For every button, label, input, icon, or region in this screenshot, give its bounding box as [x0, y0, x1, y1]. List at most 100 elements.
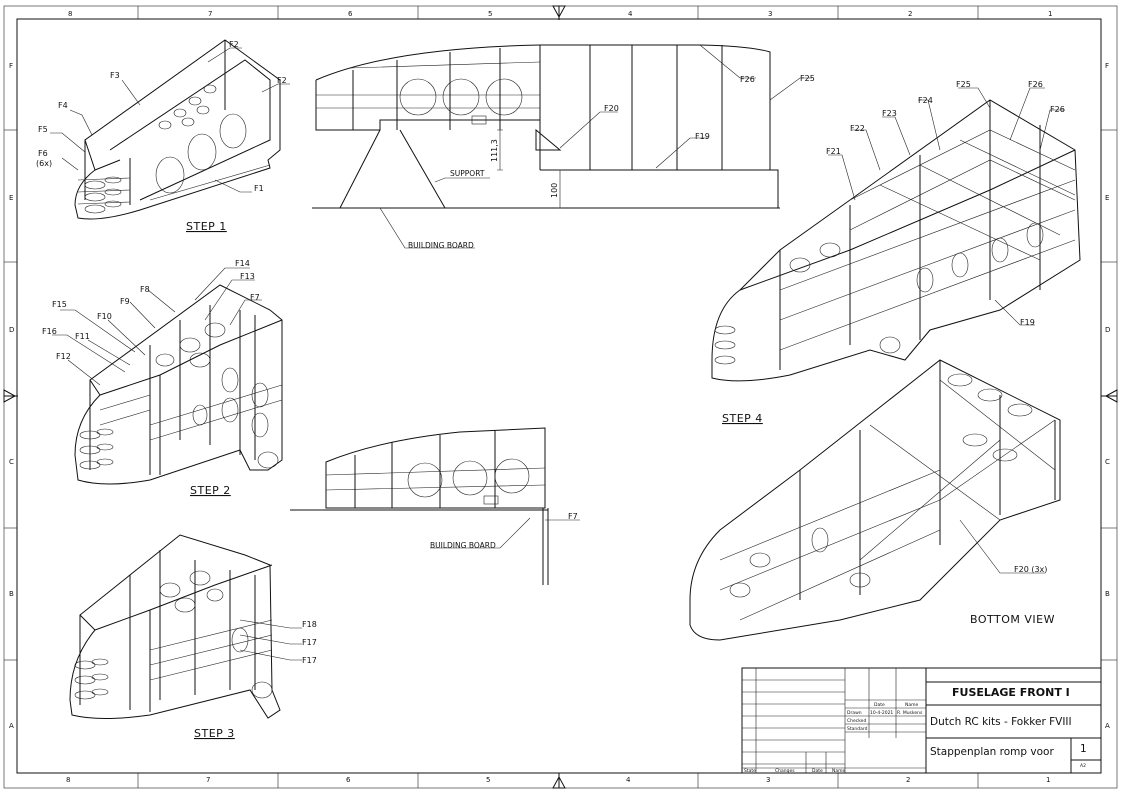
row-label-b-right: B — [1105, 590, 1110, 598]
step4-callouts — [828, 87, 1065, 326]
callout-f13: F13 — [240, 272, 255, 281]
col-label-7: 7 — [208, 10, 212, 18]
side-view-top — [312, 44, 780, 209]
step1-label: STEP 1 — [186, 220, 227, 233]
col-label-1-bottom: 1 — [1046, 776, 1050, 784]
bottom-view-assembly — [689, 359, 1061, 641]
col-label-5: 5 — [488, 10, 492, 18]
step2-callouts — [52, 267, 262, 386]
title-block-company: Dutch RC kits - Fokker FVIII — [930, 716, 1072, 728]
row-label-f-right: F — [1105, 62, 1109, 70]
callout-f4: F4 — [58, 101, 68, 110]
step3-label: STEP 3 — [194, 727, 235, 740]
step2-label: STEP 2 — [190, 484, 231, 497]
col-label-8-bottom: 8 — [66, 776, 70, 784]
row-label-b: B — [9, 590, 14, 598]
callout-f20-bottom: F20 (3x) — [1014, 565, 1047, 574]
title-block-standard: Standard — [847, 726, 868, 732]
callout-f15: F15 — [52, 300, 67, 309]
callout-f2-top: F2 — [229, 40, 239, 49]
title-block-name: R. Muskens — [897, 710, 923, 716]
callout-f1: F1 — [254, 184, 264, 193]
step4-label: STEP 4 — [722, 412, 763, 425]
title-block-checked: Checked — [847, 718, 866, 724]
title-block-format: A2 — [1080, 763, 1086, 769]
callout-f2-right: F2 — [277, 76, 287, 85]
callout-f17-b: F17 — [302, 656, 317, 665]
col-label-8: 8 — [68, 10, 72, 18]
row-label-a-right: A — [1105, 722, 1110, 730]
sheet-frame — [3, 5, 1118, 789]
callout-f7-step2: F7 — [250, 293, 260, 302]
callout-f26-b: F26 — [1050, 105, 1065, 114]
callout-f8: F8 — [140, 285, 150, 294]
building-board-label-mid: BUILDING BOARD — [430, 541, 496, 550]
callout-line-f20-bottom — [959, 519, 1045, 574]
callout-f19-step4: F19 — [1020, 318, 1035, 327]
callout-f7-side: F7 — [568, 512, 578, 521]
col-label-4-bottom: 4 — [626, 776, 631, 784]
title-block-date: 10-4-2021 — [870, 710, 893, 716]
title-block-sheet-number: 1 — [1080, 743, 1087, 755]
callout-f17-a: F17 — [302, 638, 317, 647]
callout-f25: F25 — [956, 80, 971, 89]
step1-callouts — [50, 47, 290, 193]
callout-f12: F12 — [56, 352, 71, 361]
row-label-d: D — [9, 326, 14, 334]
title-block-title: FUSELAGE FRONT I — [952, 686, 1070, 699]
row-label-a: A — [9, 722, 14, 730]
callout-f19-side: F19 — [695, 132, 710, 141]
row-label-e-right: E — [1105, 194, 1109, 202]
callout-f20-side: F20 — [604, 104, 619, 113]
col-label-3: 3 — [768, 10, 772, 18]
col-label-7-bottom: 7 — [206, 776, 210, 784]
col-label-2: 2 — [908, 10, 912, 18]
callout-f6-qty: (6x) — [36, 159, 52, 168]
callout-f26-side: F26 — [740, 75, 755, 84]
title-block-date-header: Date — [874, 702, 885, 708]
callout-f21: F21 — [826, 147, 841, 156]
side-view-callouts — [379, 44, 812, 249]
callout-f23: F23 — [882, 109, 897, 118]
callout-f16: F16 — [42, 327, 57, 336]
zone-labels: 8 7 6 5 4 3 2 1 8 7 6 5 4 3 2 1 F E D C … — [9, 10, 1110, 784]
row-label-d-right: D — [1105, 326, 1110, 334]
dim-111-3: 111,3 — [490, 139, 499, 162]
step3-callouts — [239, 619, 302, 661]
callout-f11: F11 — [75, 332, 90, 341]
callout-f18: F18 — [302, 620, 317, 629]
title-block-changes: Changes — [775, 768, 795, 774]
support-label: SUPPORT — [450, 169, 485, 178]
step3-assembly — [69, 534, 281, 719]
dim-100: 100 — [550, 183, 559, 198]
title-block-name-header: Name — [905, 702, 919, 708]
col-label-6-bottom: 6 — [346, 776, 351, 784]
title-block-state: State — [744, 768, 756, 774]
callout-f3: F3 — [110, 71, 120, 80]
callout-f10: F10 — [97, 312, 112, 321]
row-label-c: C — [9, 458, 14, 466]
step4-assembly — [711, 99, 1081, 382]
side-view-middle — [290, 427, 580, 585]
callout-f25-side: F25 — [800, 74, 815, 83]
title-block-date2: Date — [812, 768, 823, 774]
step2-assembly — [74, 284, 283, 485]
callout-f14: F14 — [235, 259, 250, 268]
col-label-4: 4 — [628, 10, 633, 18]
col-label-6: 6 — [348, 10, 353, 18]
row-label-c-right: C — [1105, 458, 1110, 466]
title-block-drawn: Drawn — [847, 710, 862, 716]
callout-f24: F24 — [918, 96, 933, 105]
title-block-name2: Name — [832, 768, 846, 774]
col-label-3-bottom: 3 — [766, 776, 770, 784]
callout-f6: F6 — [38, 149, 48, 158]
col-label-5-bottom: 5 — [486, 776, 490, 784]
col-label-2-bottom: 2 — [906, 776, 910, 784]
row-label-e: E — [9, 194, 13, 202]
callout-f26-a: F26 — [1028, 80, 1043, 89]
callout-f9: F9 — [120, 297, 130, 306]
callout-f22: F22 — [850, 124, 865, 133]
step1-assembly — [74, 39, 281, 220]
col-label-1: 1 — [1048, 10, 1052, 18]
